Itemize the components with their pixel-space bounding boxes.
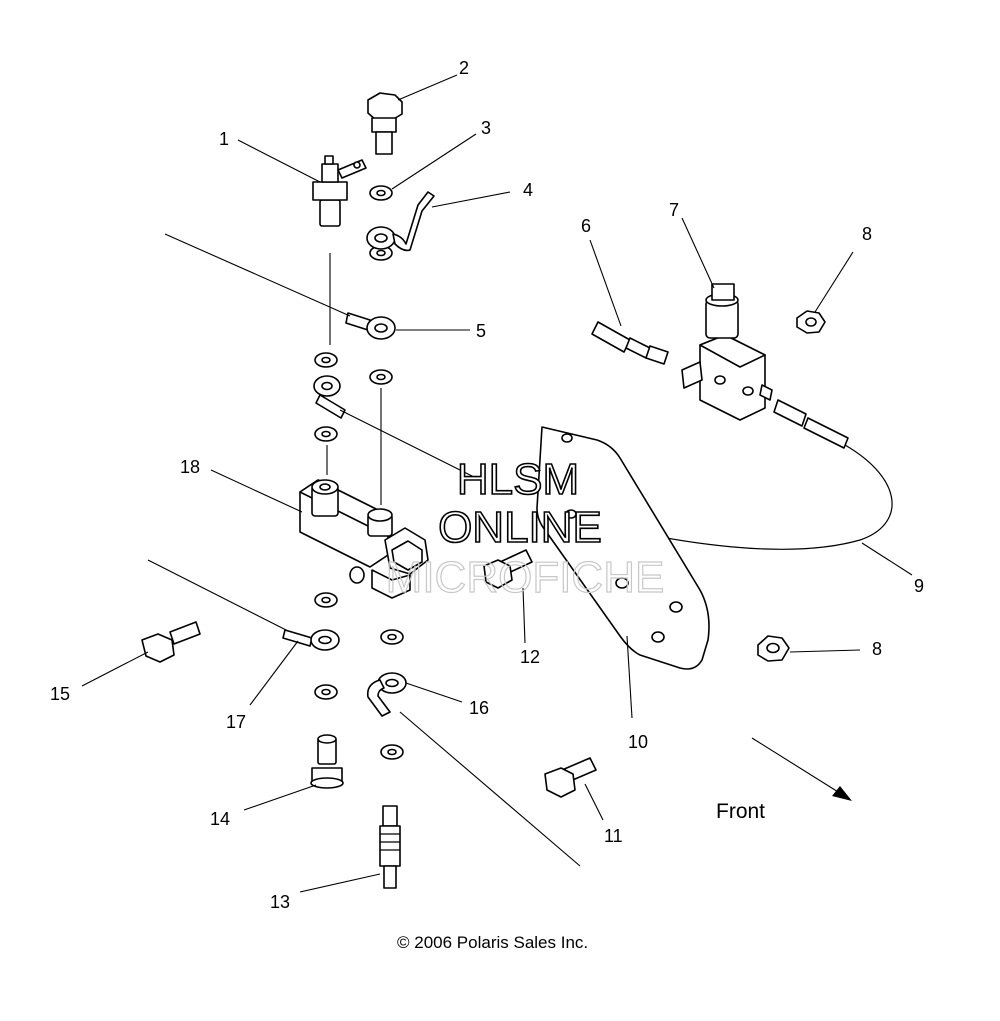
bolt-11 [544, 757, 597, 798]
brake-switch-1 [312, 155, 367, 227]
leader-line [589, 239, 622, 327]
washer-inner [321, 356, 331, 364]
washer-inner [321, 430, 331, 438]
copyright-notice: © 2006 Polaris Sales Inc. [397, 933, 588, 952]
washer-inner [376, 189, 386, 197]
brake-line-tube-9 [803, 417, 849, 449]
callout-9: 9 [914, 576, 924, 596]
washer-inner [376, 249, 386, 257]
callout-1: 1 [219, 129, 229, 149]
nut-hole [805, 317, 817, 327]
leader-line [249, 640, 299, 706]
callout-6: 6 [581, 216, 591, 236]
leader-line [584, 783, 604, 821]
watermark-line-2: ONLINE [438, 503, 602, 552]
mounting-bracket-10 [536, 426, 710, 670]
fitting-13 [379, 805, 401, 889]
callout-16: 16 [469, 698, 489, 718]
bracket-hole [669, 601, 683, 613]
leader-line [431, 191, 511, 208]
callout-13: 13 [270, 892, 290, 912]
callout-17: 17 [226, 712, 246, 732]
callout-5: 5 [476, 321, 486, 341]
callout-7: 7 [669, 200, 679, 220]
center-line [164, 233, 351, 317]
callout-2: 2 [459, 58, 469, 78]
banjo-fitting-17 [282, 629, 340, 651]
center-line [339, 409, 481, 481]
leader-line [299, 873, 381, 893]
front-arrow-head [832, 786, 852, 801]
leader-line [814, 251, 854, 313]
leader-line [861, 542, 913, 576]
leader-line [405, 682, 463, 703]
washer-inner [376, 373, 386, 381]
leader-line [522, 587, 526, 644]
callout-14: 14 [210, 809, 230, 829]
washer-inner [387, 748, 397, 756]
front-arrow [751, 737, 844, 796]
callout-10: 10 [628, 732, 648, 752]
banjo-bolt-2 [367, 92, 403, 155]
valve-body-18 [299, 479, 429, 599]
washer-inner [387, 633, 397, 641]
hose-end-6 [591, 321, 669, 365]
banjo-fitting-16 [366, 672, 407, 717]
nut-hole [766, 642, 780, 654]
front-label: Front [716, 800, 765, 823]
bolt-12 [483, 549, 533, 589]
leader-line [237, 139, 321, 183]
washer-inner [321, 596, 331, 604]
callout-8: 8 [872, 639, 882, 659]
center-line [399, 711, 581, 867]
center-line [147, 559, 291, 633]
brake-line-fitting-9 [773, 399, 807, 427]
banjo-fitting-4 [366, 191, 435, 252]
leader-line [789, 649, 861, 653]
washer-inner [321, 688, 331, 696]
callout-11: 11 [604, 826, 623, 846]
callout-15: 15 [50, 684, 70, 704]
callout-4: 4 [523, 180, 533, 200]
leader-line [243, 784, 317, 811]
leader-line [681, 217, 715, 289]
bleeder-screw-14 [310, 734, 344, 789]
callout-18: 18 [180, 457, 200, 477]
bolt-15 [141, 621, 201, 663]
bracket-hole [561, 433, 573, 443]
proportioning-valve-7 [681, 283, 773, 421]
leader-line [397, 74, 458, 101]
leader-line [626, 635, 633, 719]
banjo-fitting-5 [345, 312, 396, 340]
watermark-line-1: HLSM [457, 455, 579, 504]
callout-8: 8 [862, 224, 872, 244]
callout-12: 12 [520, 647, 540, 667]
banjo-fitting [313, 375, 346, 419]
callout-3: 3 [481, 118, 491, 138]
bracket-hole [651, 631, 665, 643]
watermark-line-3: MICROFICHE [386, 553, 665, 602]
leader-line [210, 469, 303, 513]
bracket-hole [615, 577, 629, 589]
bracket-hole [565, 509, 577, 519]
leader-line [81, 651, 149, 687]
leader-line [391, 133, 477, 190]
